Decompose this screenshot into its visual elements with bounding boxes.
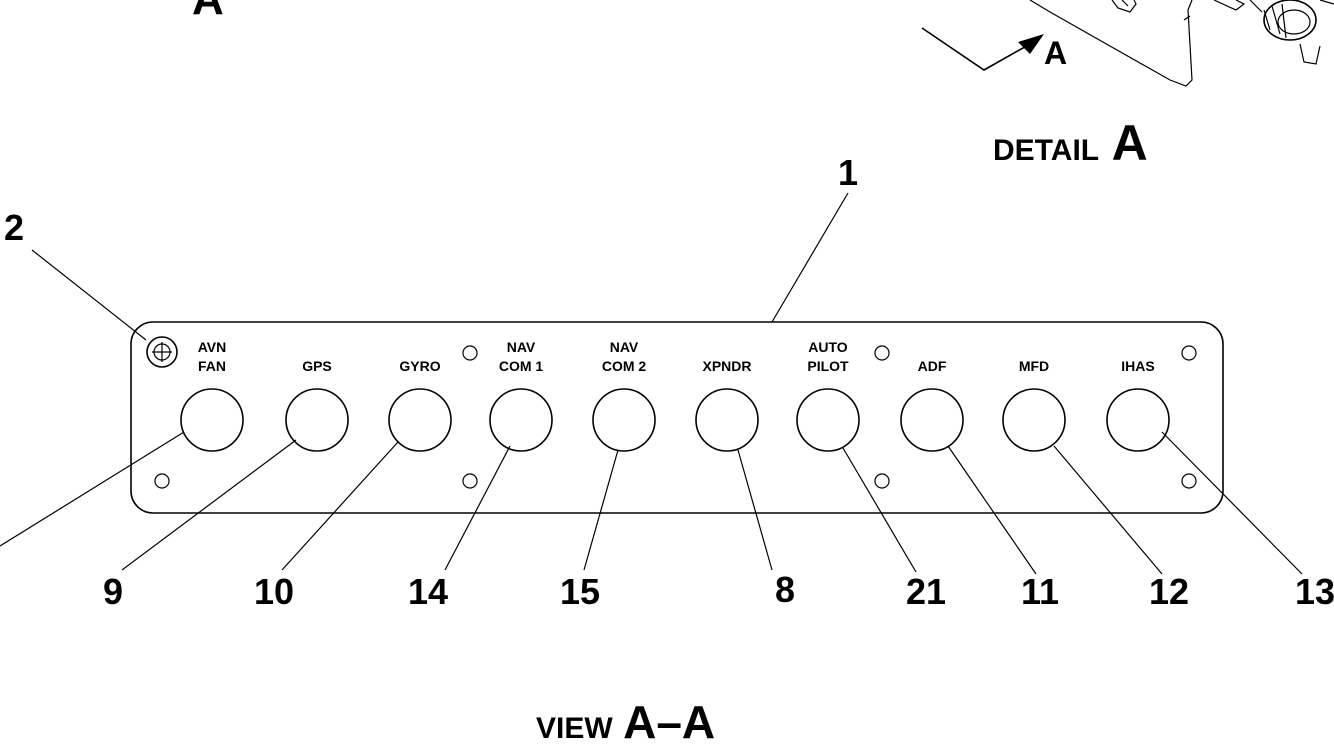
leader-line (121, 439, 297, 571)
breaker-label-line1: NAV (610, 339, 639, 355)
screw-icon (146, 336, 178, 368)
breaker-label-line1: AVN (198, 339, 227, 355)
mounting-hole (874, 345, 890, 361)
breaker-label-line2: ADF (918, 358, 947, 374)
view-title-word: VIEW (536, 712, 613, 745)
breaker-button (695, 388, 759, 452)
connector-plug-icon (1213, 0, 1334, 65)
mounting-hole (462, 473, 478, 489)
breaker-label-line2: GPS (302, 358, 332, 374)
breaker-button (180, 388, 244, 452)
breaker-button (489, 388, 553, 452)
breaker-label-line2: COM 2 (602, 358, 647, 374)
breaker-1: AVN FAN (180, 339, 244, 452)
detail-arrow-label: A (1044, 35, 1067, 71)
breaker-label-line2: MFD (1019, 358, 1049, 374)
panel-callout: 1 (838, 152, 858, 193)
mounting-hole (154, 473, 170, 489)
breaker-button (1106, 388, 1170, 452)
breaker-callout: 9 (103, 571, 123, 612)
breaker-5: NAV COM 2 15 (560, 339, 656, 612)
view-title-letters: A–A (623, 696, 715, 748)
mounting-hole (1181, 473, 1197, 489)
breaker-label-line2: PILOT (807, 358, 849, 374)
mounting-hole (462, 345, 478, 361)
breaker-button (796, 388, 860, 452)
breaker-10: IHAS 13 (1106, 358, 1334, 612)
detail-title-word: DETAIL (993, 134, 1099, 167)
breaker-label-line2: GYRO (399, 358, 440, 374)
breaker-callout: 11 (1021, 571, 1059, 612)
top-partial-letter: A (192, 0, 224, 24)
breaker-callout: 8 (775, 569, 795, 610)
leader-line (1161, 431, 1303, 575)
mounting-hole (1181, 345, 1197, 361)
breaker-button (388, 388, 452, 452)
breaker-callout: 13 (1295, 571, 1334, 612)
leader-line (842, 447, 917, 573)
detail-a-illustration: A (921, 0, 1334, 87)
breaker-8: ADF 11 (900, 358, 1059, 612)
leader-line (947, 445, 1037, 575)
breaker-button (285, 388, 349, 452)
detail-title: DETAIL A (993, 115, 1148, 171)
breaker-button (592, 388, 656, 452)
breaker-label-line1: AUTO (808, 339, 848, 355)
breaker-button (1002, 388, 1066, 452)
breaker-9: MFD 12 (1002, 358, 1189, 612)
screw-callout: 2 (4, 207, 24, 248)
circuit-breakers: AVN FAN GPS 9 GYRO 10 NAV COM 1 14 NAV COM 2 15 XPND… (103, 339, 1334, 612)
breaker-6: XPNDR 8 (695, 358, 795, 610)
view-title: VIEW A–A (536, 696, 715, 748)
breaker-label-line2: IHAS (1121, 358, 1154, 374)
view-arrow-icon (921, 27, 1031, 71)
leader-line (583, 449, 619, 571)
breaker-3: GYRO 10 (254, 358, 452, 612)
breaker-4: NAV COM 1 14 (408, 339, 553, 612)
leader-line (737, 449, 773, 571)
switch-panel (130, 321, 1224, 514)
breaker-callout: 12 (1149, 571, 1189, 612)
breaker-callout: 14 (408, 571, 448, 612)
breaker-label-line2: XPNDR (702, 358, 751, 374)
leader-line (281, 441, 399, 571)
detail-title-letter: A (1112, 115, 1148, 171)
breaker-label-line1: NAV (507, 339, 536, 355)
leader-line (444, 445, 511, 571)
avn-fan-leader (0, 431, 185, 547)
breaker-7: AUTO PILOT 21 (796, 339, 946, 612)
breaker-label-line2: COM 1 (499, 358, 544, 374)
breaker-button (900, 388, 964, 452)
breaker-callout: 15 (560, 571, 600, 612)
mounting-hole (874, 473, 890, 489)
leader-line (1053, 445, 1163, 575)
breaker-callout: 21 (906, 571, 946, 612)
breaker-2: GPS 9 (103, 358, 349, 612)
breaker-label-line2: FAN (198, 358, 226, 374)
breaker-callout: 10 (254, 571, 294, 612)
